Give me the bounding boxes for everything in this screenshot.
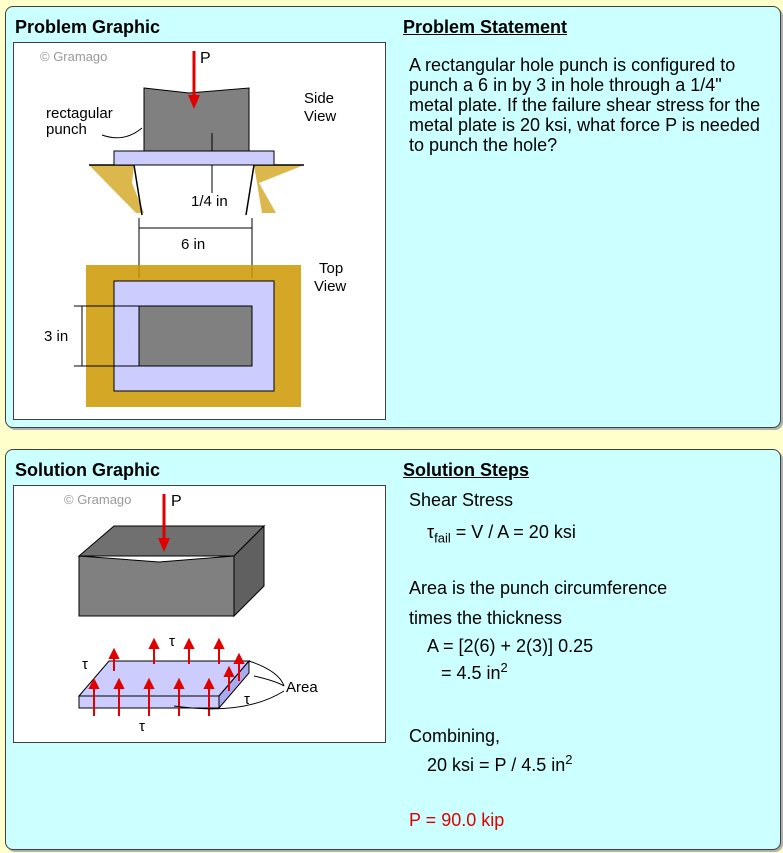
hole-top <box>138 305 253 367</box>
problem-panel: Problem Graphic Problem Statement © Gram… <box>5 6 781 428</box>
svg-text:τ: τ <box>244 691 250 708</box>
solution-graphic-title: Solution Graphic <box>15 460 161 480</box>
svg-text:1/4 in: 1/4 in <box>191 193 228 210</box>
svg-text:rectagular: rectagular <box>46 105 113 122</box>
svg-text:punch: punch <box>46 121 87 138</box>
punch-front <box>78 555 235 617</box>
svg-text:τ: τ <box>139 718 145 735</box>
svg-text:View: View <box>304 108 336 125</box>
problem-statement-title: Problem Statement <box>403 17 568 37</box>
solution-diagram: © Gramago P <box>64 492 318 735</box>
svg-text:P: P <box>171 493 182 510</box>
copyright: © Gramago <box>40 49 107 64</box>
svg-text:6 in: 6 in <box>181 236 205 253</box>
punch-side <box>233 524 265 618</box>
shear-arrows <box>88 637 245 716</box>
copyright: © Gramago <box>64 492 131 507</box>
die-left <box>89 165 144 213</box>
svg-text:3 in: 3 in <box>44 328 68 345</box>
svg-text:τ: τ <box>82 656 88 673</box>
die-right <box>254 165 304 213</box>
answer: P = 90.0 kip <box>409 810 505 830</box>
svg-text:Area: Area <box>286 679 318 696</box>
problem-graphic: © Gramago P rectagular punch Side View <box>13 42 386 420</box>
punch <box>143 87 250 152</box>
problem-statement: A rectangular hole punch is configured t… <box>409 55 761 155</box>
plate <box>113 150 275 166</box>
svg-text:Top: Top <box>319 260 343 277</box>
solution-graphic: © Gramago P <box>13 485 386 743</box>
svg-text:Side: Side <box>304 90 334 107</box>
punch-top <box>77 525 266 557</box>
force-label: P <box>200 50 211 67</box>
svg-text:View: View <box>314 278 346 295</box>
solution-panel: Solution Graphic Solution Steps © Gramag… <box>5 449 781 850</box>
problem-diagram: © Gramago P rectagular punch Side View <box>40 49 346 407</box>
svg-text:τ: τ <box>169 633 175 650</box>
solution-steps-title: Solution Steps <box>403 460 529 480</box>
problem-graphic-title: Problem Graphic <box>15 17 161 37</box>
